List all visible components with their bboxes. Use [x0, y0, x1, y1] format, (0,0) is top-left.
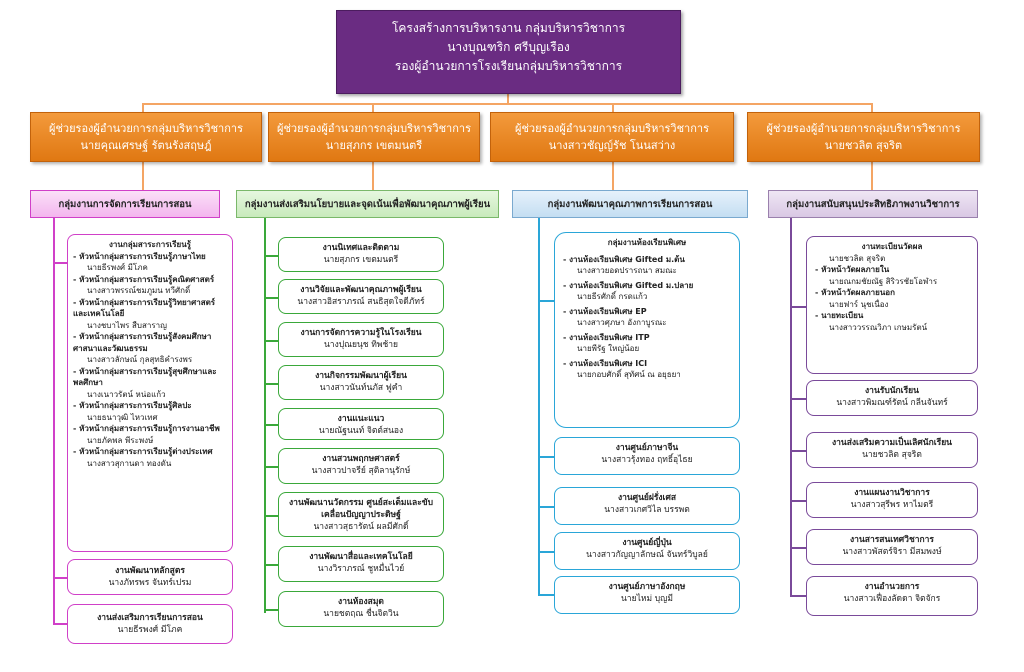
list-item: - หัวหน้ากลุ่มสาระการเรียนรู้สุขศึกษาและ… — [73, 366, 217, 399]
work-title: งานพัฒนานวัตกรรม ศูนย์สะเต็มและขับเคลื่อ… — [289, 498, 433, 520]
assistant-name: นางสาวชัญญ์รัช โนนสว่าง — [548, 139, 676, 152]
list-item: - หัวหน้าวัดผลภายในนายณกมชัยณัฐ สิริวรชั… — [815, 265, 938, 286]
assistant-box-3: ผู้ช่วยรองผู้อำนวยการกลุ่มบริหารวิชาการ … — [490, 112, 734, 162]
director-box: โครงสร้างการบริหารงาน กลุ่มบริหารวิชาการ… — [336, 10, 681, 94]
work-box: งานสารสนเทศวิชาการนางสาวพัสตร์จิรา มีสมพ… — [806, 529, 978, 565]
list-item: - งานห้องเรียนพิเศษ Gifted ม.ปลายนายธีรศ… — [563, 280, 694, 302]
work-box: งานพัฒนานวัตกรรม ศูนย์สะเต็มและขับเคลื่อ… — [278, 492, 444, 537]
work-title: งานสารสนเทศวิชาการ — [850, 535, 934, 545]
group-header-4: กลุ่มงานสนับสนุนประสิทธิภาพงานวิชาการ — [768, 190, 978, 218]
assistant-name: นายสุภกร เขตมนตรี — [325, 139, 423, 152]
assistant-box-4: ผู้ช่วยรองผู้อำนวยการกลุ่มบริหารวิชาการ … — [747, 112, 980, 162]
assistant-box-2: ผู้ช่วยรองผู้อำนวยการกลุ่มบริหารวิชาการ … — [268, 112, 480, 162]
work-box: งานกิจกรรมพัฒนาผู้เรียนนางสาวนันท์นภัส ฟ… — [278, 365, 444, 400]
assistant-role: ผู้ช่วยรองผู้อำนวยการกลุ่มบริหารวิชาการ — [766, 122, 961, 135]
work-person: นายณัฐนนท์ จิตต์สนอง — [318, 426, 404, 436]
work-person: นางสาวรุ้งทอง ฤทธิ์อุไธย — [601, 455, 693, 465]
registration-list: งานทะเบียนวัดผล นายชวลิต สุจริต - หัวหน้… — [806, 236, 978, 374]
assistant-box-1: ผู้ช่วยรองผู้อำนวยการกลุ่มบริหารวิชาการ … — [30, 112, 262, 162]
work-person: นายชวลิต สุจริต — [862, 450, 922, 460]
work-person: นางสาวพัสตร์จิรา มีสมพงษ์ — [842, 547, 942, 557]
list-item: - หัวหน้ากลุ่มสาระการเรียนรู้คณิตศาสตร์น… — [73, 274, 215, 296]
work-person: นางสาวปาจรีย์ สุติลานุรักษ์ — [311, 466, 411, 476]
work-title: งานศูนย์ภาษาอังกฤษ — [608, 582, 686, 592]
work-title: งานอำนวยการ — [864, 582, 920, 592]
work-title: งานวิจัยและพัฒนาคุณภาพผู้เรียน — [300, 285, 422, 295]
director-name: นางบุณฑริก ศรีบุญเรือง — [447, 40, 570, 54]
work-title: งานศูนย์ภาษาจีน — [615, 443, 679, 453]
work-box: งานส่งเสริมการเรียนการสอนนายธีรพงศ์ มีโภ… — [67, 604, 233, 644]
assistant-role: ผู้ช่วยรองผู้อำนวยการกลุ่มบริหารวิชาการ — [49, 122, 243, 135]
work-box: งานศูนย์ญี่ปุ่นนางสาวกัญญาลักษณ์ จันทร์ว… — [554, 532, 740, 570]
work-person: นางสาวเฟื่องลัดดา จิตจักร — [843, 594, 941, 604]
work-box: งานการจัดการความรู้ในโรงเรียนนางปุณยนุช … — [278, 322, 444, 357]
work-title: งานแนะแนว — [337, 414, 385, 424]
work-title: งานนิเทศและติดตาม — [322, 243, 400, 253]
list-item: - หัวหน้ากลุ่มสาระการเรียนรู้ภาษาไทยนายธ… — [73, 251, 206, 273]
assistant-role: ผู้ช่วยรองผู้อำนวยการกลุ่มบริหารวิชาการ — [277, 122, 471, 135]
work-box: งานห้องสมุดนายชตฤณ ชื่นจิตวิน — [278, 591, 444, 627]
work-box: งานวิจัยและพัฒนาคุณภาพผู้เรียนนางสาวอิสร… — [278, 279, 444, 314]
work-box: งานศูนย์ฝรั่งเศสนางสาวเกศวิไล บรรพต — [554, 487, 740, 525]
work-person: นางสาวเกศวิไล บรรพต — [604, 505, 690, 515]
assistant-name: นายชวลิต สุจริต — [824, 139, 903, 152]
group-header-3: กลุ่มงานพัฒนาคุณภาพการเรียนการสอน — [512, 190, 748, 218]
work-box: งานแผนงานวิชาการนางสาวสุรีพร หาไมตรี — [806, 482, 978, 518]
list-item: - หัวหน้ากลุ่มสาระการเรียนรู้ศิลปะนายธนา… — [73, 401, 192, 422]
list-title: งานกลุ่มสาระการเรียนรู้ — [109, 240, 191, 249]
work-person: นางวิราภรณ์ ชูหมื่นไวย์ — [317, 564, 405, 574]
work-person: นางสาวพิมณฑ์รัตน์ กลีนจันทร์ — [836, 398, 948, 408]
work-person: นางสาวกัญญาลักษณ์ จันทร์วิบูลย์ — [586, 550, 708, 560]
director-position: รองผู้อำนวยการโรงเรียนกลุ่มบริหารวิชาการ — [394, 59, 623, 73]
work-title: งานกิจกรรมพัฒนาผู้เรียน — [315, 371, 407, 381]
work-box: งานศูนย์ภาษาอังกฤษนายไหม่ บุญมี — [554, 576, 740, 614]
list-item: - หัวหน้าวัดผลภายนอกนายฟาร์ นุชเนื่อง — [815, 288, 895, 309]
group-header-2: กลุ่มงานส่งเสริมนโยบายและจุดเน้นเพื่อพัฒ… — [236, 190, 499, 218]
work-title: งานศูนย์ญี่ปุ่น — [622, 538, 672, 548]
list-item: - หัวหน้ากลุ่มสาระการเรียนรู้วิทยาศาสตร์… — [73, 297, 216, 330]
group-header-1: กลุ่มงานการจัดการเรียนการสอน — [30, 190, 220, 218]
work-title: งานแผนงานวิชาการ — [854, 488, 930, 498]
work-box: งานพัฒนาหลักสูตรนางภัทรพร จันทร์เปรม — [67, 559, 233, 595]
work-person: นางปุณยนุช ทิพช้าย — [323, 340, 398, 350]
work-person: นางสาวสุรีพร หาไมตรี — [850, 500, 934, 510]
work-box: งานส่งเสริมความเป็นเลิศนักเรียนนายชวลิต … — [806, 432, 978, 468]
work-person: นายไหม่ บุญมี — [621, 594, 673, 604]
list-title: งานทะเบียนวัดผล — [861, 242, 923, 251]
list-item: - หัวหน้ากลุ่มสาระการเรียนรู้การงานอาชีพ… — [73, 424, 220, 445]
work-title: งานศูนย์ฝรั่งเศส — [617, 493, 677, 503]
work-box: งานอำนวยการนางสาวเฟื่องลัดดา จิตจักร — [806, 576, 978, 616]
work-title: งานพัฒนาสื่อและเทคโนโลยี — [309, 552, 413, 562]
list-item: - งานห้องเรียนพิเศษ Gifted ม.ต้นนางสาวยอ… — [563, 254, 685, 276]
work-title: งานการจัดการความรู้ในโรงเรียน — [300, 328, 422, 338]
subject-groups-list: งานกลุ่มสาระการเรียนรู้ - หัวหน้ากลุ่มสา… — [67, 234, 233, 552]
list-item: นายชวลิต สุจริต — [829, 253, 886, 263]
work-title: งานรับนักเรียน — [865, 386, 919, 396]
work-person: นายชตฤณ ชื่นจิตวิน — [323, 609, 399, 619]
work-box: งานศูนย์ภาษาจีนนางสาวรุ้งทอง ฤทธิ์อุไธย — [554, 437, 740, 475]
work-person: นางสาวอิสราภรณ์ สนธิสุดใจดีภัทร์ — [297, 297, 425, 307]
special-classroom-list: กลุ่มงานห้องเรียนพิเศษ - งานห้องเรียนพิเ… — [554, 232, 740, 428]
work-title: งานห้องสมุด — [338, 597, 384, 607]
work-person: นางสาวนันท์นภัส ฟูคำ — [319, 383, 403, 393]
work-box: งานสวนพฤกษศาสตร์นางสาวปาจรีย์ สุติลานุรั… — [278, 448, 444, 484]
assistant-name: นายคุณเศรษฐ์ รัตนรังสฤษฎ์ — [80, 139, 212, 152]
work-person: นายสุภกร เขตมนตรี — [323, 255, 399, 265]
work-box: งานพัฒนาสื่อและเทคโนโลยีนางวิราภรณ์ ชูหม… — [278, 546, 444, 582]
list-item: - หัวหน้ากลุ่มสาระการเรียนรู้ต่างประเทศน… — [73, 447, 213, 468]
work-person: นางสาวสุธารัตน์ ผลมีศักดิ์ — [313, 522, 409, 532]
work-box: งานแนะแนวนายณัฐนนท์ จิตต์สนอง — [278, 408, 444, 440]
assistant-role: ผู้ช่วยรองผู้อำนวยการกลุ่มบริหารวิชาการ — [515, 122, 709, 135]
list-item: - นายทะเบียนนางสาววรรณวิภา เกษมรัตน์ — [815, 311, 928, 332]
work-title: งานสวนพฤกษศาสตร์ — [322, 454, 400, 464]
chart-title: โครงสร้างการบริหารงาน กลุ่มบริหารวิชาการ — [391, 21, 626, 35]
work-box: งานรับนักเรียนนางสาวพิมณฑ์รัตน์ กลีนจันท… — [806, 380, 978, 416]
work-title: งานส่งเสริมความเป็นเลิศนักเรียน — [831, 438, 952, 448]
list-title: กลุ่มงานห้องเรียนพิเศษ — [607, 238, 687, 247]
list-item: - หัวหน้ากลุ่มสาระการเรียนรู้สังคมศึกษา … — [73, 332, 212, 364]
work-box: งานนิเทศและติดตามนายสุภกร เขตมนตรี — [278, 237, 444, 272]
